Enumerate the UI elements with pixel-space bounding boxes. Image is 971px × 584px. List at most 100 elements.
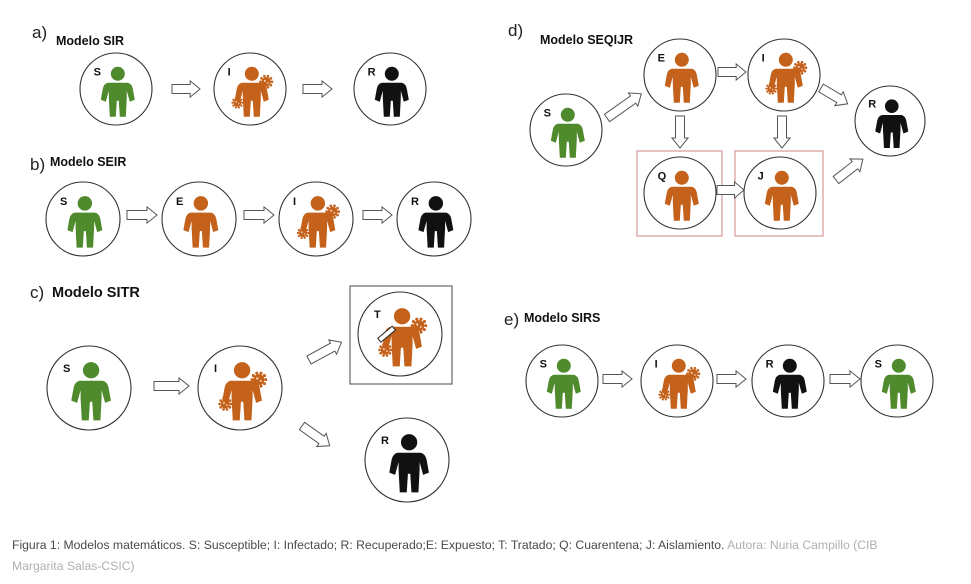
- virus-icon: [378, 343, 393, 357]
- state-node-c-I: I: [197, 345, 283, 431]
- state-letter: R: [766, 358, 774, 370]
- state-node-b-E: E: [161, 181, 237, 257]
- transition-arrow-c-2: [306, 339, 343, 365]
- state-letter: S: [540, 358, 547, 370]
- person-icon: [234, 66, 269, 117]
- person-icon: [389, 434, 429, 493]
- person-icon: [768, 52, 803, 103]
- caption-text: Figura 1: Modelos matemáticos. S: Suscep…: [12, 538, 725, 552]
- person-icon: [374, 66, 409, 117]
- person-icon: [664, 52, 699, 103]
- state-letter: S: [60, 196, 67, 208]
- person-icon: [418, 196, 454, 248]
- state-letter: S: [94, 66, 101, 78]
- transition-arrow-e-1: [602, 369, 633, 389]
- state-node-b-S: S: [45, 181, 121, 257]
- state-node-d-R: R: [854, 85, 926, 157]
- virus-icon: [250, 371, 268, 388]
- figure-caption: Figura 1: Modelos matemáticos. S: Suscep…: [12, 535, 932, 577]
- syringe-icon: [377, 325, 397, 343]
- transition-arrow-d-6: [818, 83, 849, 107]
- caption-credit: Autora: Nuria Campillo (CIB Margarita Sa…: [12, 538, 878, 573]
- state-node-d-J: J: [743, 156, 817, 230]
- state-node-e-I: I: [640, 344, 714, 418]
- person-icon: [661, 358, 696, 409]
- person-icon: [664, 170, 699, 221]
- person-icon: [382, 308, 422, 367]
- state-node-c-R: R: [364, 417, 450, 503]
- state-node-a-R: R: [353, 52, 427, 126]
- person-icon: [67, 196, 103, 248]
- state-node-d-I: I: [747, 38, 821, 112]
- virus-icon: [231, 96, 244, 109]
- person-icon: [222, 362, 262, 421]
- state-node-b-I: I: [278, 181, 354, 257]
- state-node-d-E: E: [643, 38, 717, 112]
- virus-icon: [793, 60, 808, 75]
- transition-arrow-d-4: [772, 115, 792, 149]
- state-letter: I: [214, 363, 217, 375]
- virus-icon: [765, 82, 778, 95]
- transition-arrow-d-5: [716, 180, 745, 200]
- virus-icon: [658, 388, 671, 401]
- panel-a-title: Modelo SIR: [56, 34, 124, 48]
- transition-arrow-c-1: [153, 376, 190, 396]
- state-letter: J: [758, 170, 764, 182]
- transition-arrow-c-3: [298, 421, 331, 448]
- person-icon: [300, 196, 336, 248]
- person-icon: [100, 66, 135, 117]
- state-letter: T: [374, 309, 381, 321]
- transition-arrow-b-2: [243, 205, 275, 225]
- compartment-box-c-T: [349, 285, 453, 385]
- state-letter: E: [658, 52, 665, 64]
- panel-d-letter: d): [508, 21, 523, 40]
- virus-icon: [686, 366, 701, 381]
- state-node-b-R: R: [396, 181, 472, 257]
- person-icon: [881, 358, 916, 409]
- state-node-e-S1: S: [525, 344, 599, 418]
- state-letter: E: [176, 196, 183, 208]
- state-letter: I: [655, 358, 658, 370]
- transition-arrow-a-1: [171, 79, 201, 99]
- person-icon: [875, 99, 909, 149]
- person-icon: [772, 358, 807, 409]
- virus-icon: [410, 317, 428, 334]
- virus-icon: [259, 74, 274, 89]
- person-icon: [546, 358, 581, 409]
- panel-c-letter: c): [30, 283, 44, 302]
- state-letter: I: [293, 196, 296, 208]
- virus-icon: [296, 227, 310, 240]
- panel-b-letter: b): [30, 155, 45, 174]
- state-letter: S: [875, 358, 882, 370]
- state-node-a-S: S: [79, 52, 153, 126]
- state-node-a-I: I: [213, 52, 287, 126]
- state-letter: S: [63, 363, 70, 375]
- person-icon: [183, 196, 219, 248]
- virus-icon: [325, 204, 341, 219]
- state-letter: R: [868, 99, 876, 111]
- panel-e-letter: e): [504, 310, 519, 329]
- state-letter: Q: [658, 170, 667, 182]
- person-icon: [71, 362, 111, 421]
- state-letter: R: [411, 196, 419, 208]
- panel-a-letter: a): [32, 23, 47, 42]
- transition-arrow-d-3: [670, 115, 690, 149]
- state-node-d-S: S: [529, 93, 603, 167]
- state-letter: I: [762, 52, 765, 64]
- state-letter: R: [368, 66, 376, 78]
- panel-e-title: Modelo SIRS: [524, 311, 600, 325]
- person-icon: [764, 170, 799, 221]
- transition-arrow-d-7: [832, 158, 864, 185]
- state-letter: I: [228, 66, 231, 78]
- transition-arrow-d-1: [603, 92, 642, 123]
- transition-arrow-b-3: [362, 205, 393, 225]
- panel-d-title: Modelo SEQIJR: [540, 33, 633, 47]
- state-node-e-S2: S: [860, 344, 934, 418]
- panel-b-title: Modelo SEIR: [50, 155, 126, 169]
- transition-arrow-e-2: [716, 369, 747, 389]
- person-icon: [550, 107, 585, 158]
- transition-arrow-e-3: [829, 369, 861, 389]
- virus-icon: [218, 397, 233, 411]
- state-node-c-T: T: [357, 291, 443, 377]
